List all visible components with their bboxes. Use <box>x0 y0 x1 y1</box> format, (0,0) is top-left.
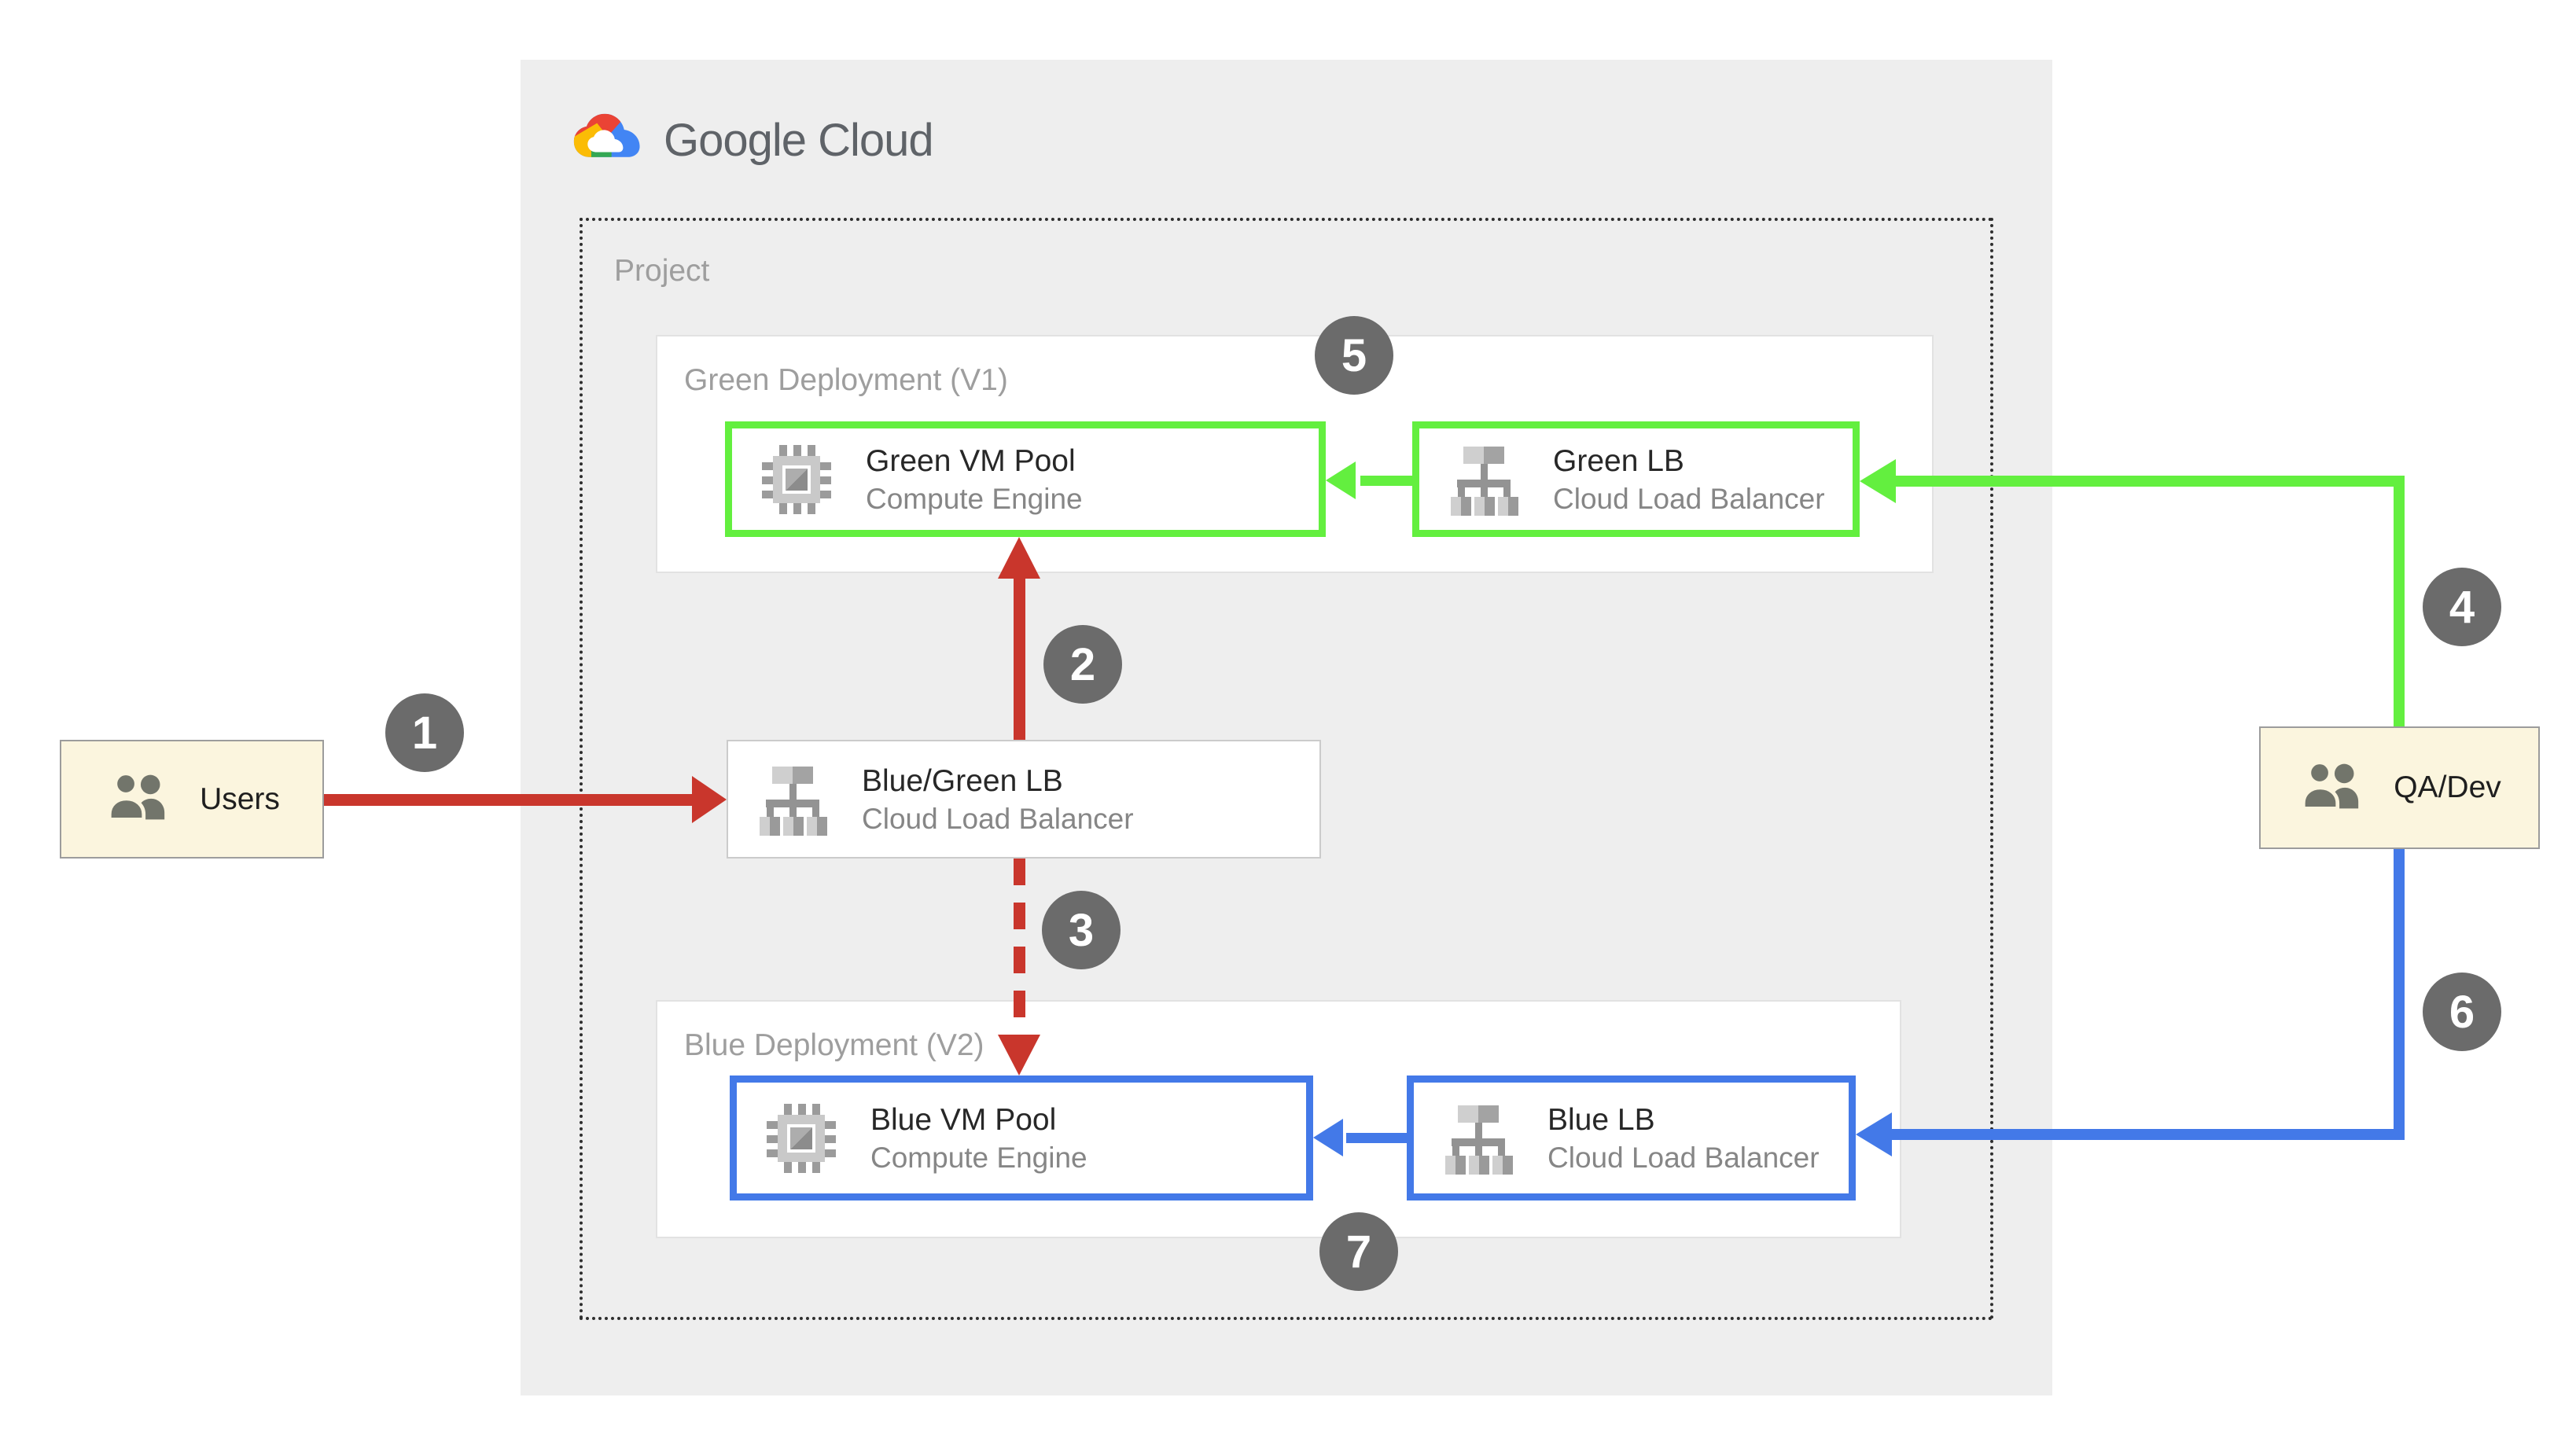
step-badge-4: 4 <box>2423 568 2501 646</box>
node-subtitle: Compute Engine <box>870 1141 1087 1174</box>
arrow-qadev-to-green-lb-vline <box>2394 476 2405 726</box>
load-balancer-icon <box>1446 442 1522 517</box>
node-subtitle: Cloud Load Balancer <box>862 802 1134 835</box>
load-balancer-icon <box>1441 1101 1516 1176</box>
node-bluegreen-lb: Blue/Green LB Cloud Load Balancer <box>727 740 1321 859</box>
arrow-green-lb-to-green-vm-line <box>1360 476 1412 486</box>
green-deployment-label: Green Deployment (V1) <box>684 363 1008 397</box>
arrow-qadev-to-green-lb-hline <box>1892 476 2405 487</box>
qadev-box: QA/Dev <box>2259 726 2540 849</box>
arrow-users-to-bluegreen-lb-head <box>692 776 727 823</box>
step-badge-6: 6 <box>2423 973 2501 1051</box>
step-badge-3: 3 <box>1042 891 1121 969</box>
step-badge-7: 7 <box>1319 1212 1398 1291</box>
arrow-qadev-to-blue-lb-hline <box>1889 1129 2405 1140</box>
node-subtitle: Compute Engine <box>866 482 1083 515</box>
arrow-users-to-bluegreen-lb-line <box>324 794 695 806</box>
users-label: Users <box>200 781 280 816</box>
qadev-label: QA/Dev <box>2394 770 2501 804</box>
project-boundary: Project <box>580 218 1993 1320</box>
project-label: Project <box>614 254 710 288</box>
arrow-bluegreen-lb-to-blue-vm-head <box>998 1035 1040 1076</box>
node-title: Green LB <box>1553 443 1684 478</box>
arrow-blue-lb-to-blue-vm-line <box>1346 1133 1407 1143</box>
node-title: Green VM Pool <box>866 443 1076 478</box>
node-green-lb: Green LB Cloud Load Balancer <box>1412 421 1860 537</box>
node-title: Blue VM Pool <box>870 1102 1057 1137</box>
load-balancer-icon <box>755 762 830 837</box>
step-badge-5: 5 <box>1315 316 1393 395</box>
node-blue-lb: Blue LB Cloud Load Balancer <box>1407 1076 1856 1201</box>
arrow-qadev-to-blue-lb-head <box>1856 1112 1892 1156</box>
node-subtitle: Cloud Load Balancer <box>1547 1141 1820 1174</box>
people-icon <box>2298 759 2370 817</box>
arrow-qadev-to-green-lb-head <box>1860 459 1896 503</box>
blue-deployment-label: Blue Deployment (V2) <box>684 1028 984 1062</box>
arrow-bluegreen-lb-to-green-vm-line <box>1014 577 1025 740</box>
node-blue-vm-pool: Blue VM Pool Compute Engine <box>730 1076 1313 1201</box>
arrow-green-lb-to-green-vm-head <box>1326 461 1356 499</box>
google-cloud-icon <box>572 108 645 172</box>
users-box: Users <box>60 740 324 859</box>
arrow-blue-lb-to-blue-vm-head <box>1313 1119 1343 1156</box>
compute-engine-icon <box>759 442 834 517</box>
arrow-qadev-to-blue-lb-vline <box>2394 849 2405 1140</box>
node-subtitle: Cloud Load Balancer <box>1553 482 1825 515</box>
node-title: Blue/Green LB <box>862 763 1063 798</box>
node-green-vm-pool: Green VM Pool Compute Engine <box>725 421 1326 537</box>
node-title: Blue LB <box>1547 1102 1655 1137</box>
google-cloud-wordmark: Google Cloud <box>664 115 934 166</box>
arrow-bluegreen-lb-to-blue-vm-dashed-line <box>1014 859 1025 1036</box>
step-badge-1: 1 <box>385 693 464 772</box>
people-icon <box>104 770 176 828</box>
compute-engine-icon <box>764 1101 839 1176</box>
step-badge-2: 2 <box>1043 625 1122 704</box>
arrow-bluegreen-lb-to-green-vm-head <box>998 537 1040 579</box>
google-cloud-logo: Google Cloud <box>572 108 934 172</box>
